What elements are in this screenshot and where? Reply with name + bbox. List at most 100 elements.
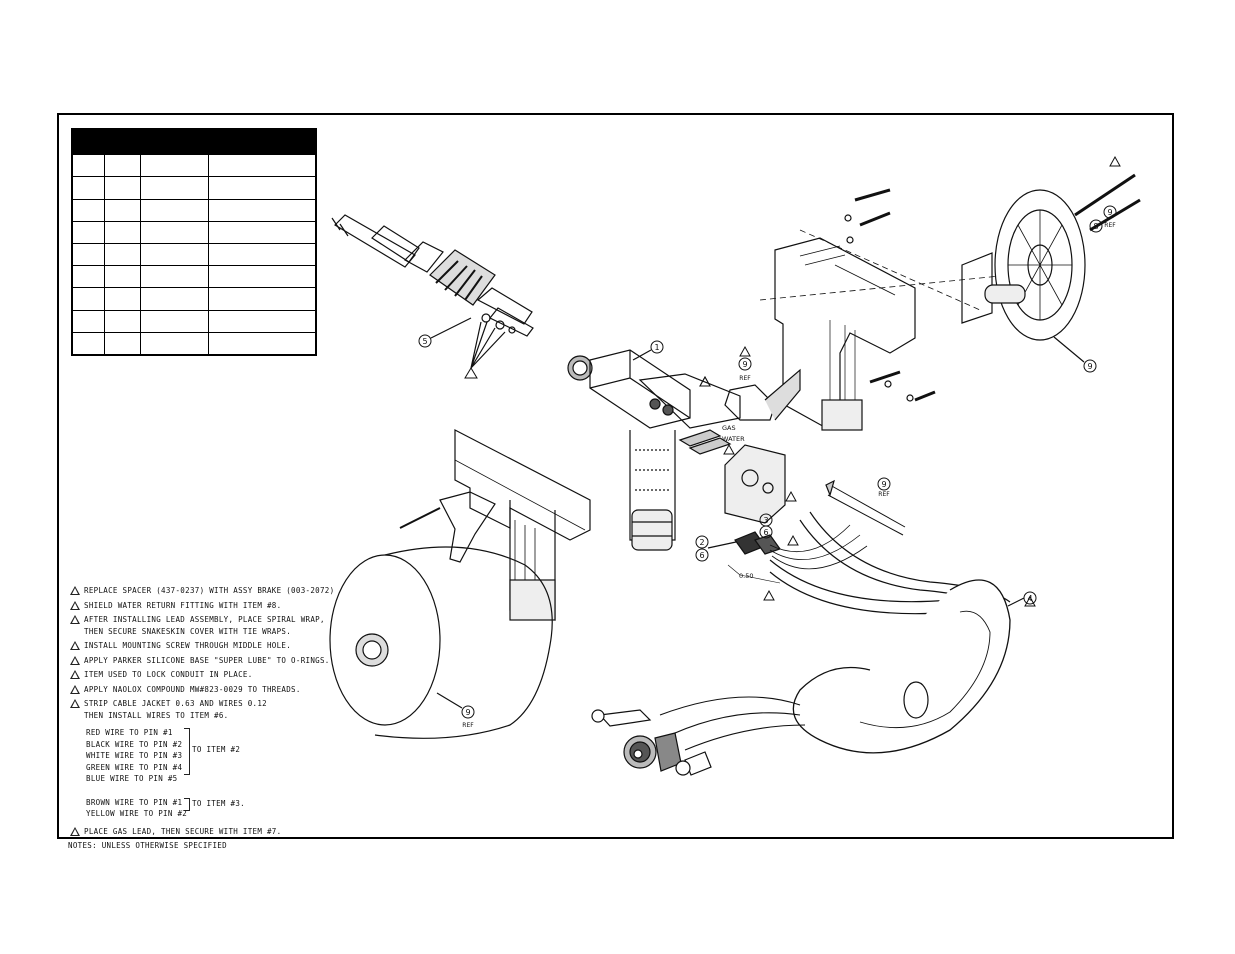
svg-text:8: 8 — [1093, 222, 1098, 231]
wiring-line: BLACK WIRE TO PIN #2 — [86, 739, 183, 749]
note-triangle-icon — [70, 670, 80, 679]
svg-text:9: 9 — [1107, 208, 1112, 217]
note-triangle-icon — [70, 826, 80, 836]
cable-lead-assembly — [591, 511, 1011, 754]
note-item: SHIELD WATER RETURN FITTING WITH ITEM #8… — [68, 600, 368, 612]
parts-list-table — [71, 128, 317, 356]
note-item: INSTALL MOUNTING SCREW THROUGH MIDDLE HO… — [68, 640, 368, 652]
callout-item9-hub: 9 — [1053, 336, 1097, 373]
connector-block-part — [724, 444, 786, 524]
callout-item9-clip: 9 REF — [738, 345, 752, 382]
svg-text:9: 9 — [742, 360, 747, 369]
callout-item4: 4 — [1007, 591, 1037, 607]
table-row — [71, 242, 317, 267]
svg-text:1: 1 — [654, 343, 659, 352]
notes-footer: NOTES: UNLESS OTHERWISE SPECIFIED — [68, 841, 227, 850]
callout-item2: 2 6 — [695, 535, 737, 562]
gas-label: GAS — [722, 424, 736, 432]
assembly-centerline — [799, 229, 981, 311]
svg-text:3: 3 — [763, 516, 768, 525]
table-row — [71, 220, 317, 244]
callout-item5: 5 — [418, 317, 472, 348]
callout-item9-pin: 9 REF — [877, 477, 891, 498]
note-triangle-icon — [70, 655, 80, 665]
assembly-notes: REPLACE SPACER (437-0237) WITH ASSY BRAK… — [68, 585, 368, 852]
spool-part — [329, 546, 553, 739]
mounting-clip-part — [399, 491, 496, 563]
note-triangle-icon — [70, 699, 80, 708]
drive-shaft-part — [331, 214, 534, 337]
svg-text:6: 6 — [763, 528, 768, 537]
svg-text:REF: REF — [462, 722, 474, 729]
note-text: ITEM USED TO LOCK CONDUIT IN PLACE. — [84, 670, 253, 679]
handle-bracket-part — [454, 429, 591, 621]
note-text: APPLY PARKER SILICONE BASE "SUPER LUBE" … — [84, 655, 330, 665]
wiring-group-item2: RED WIRE TO PIN #1 BLACK WIRE TO PIN #2 … — [68, 727, 368, 785]
table-row — [71, 331, 317, 356]
cable-plug-connector — [623, 732, 712, 776]
svg-text:REF: REF — [739, 375, 751, 382]
table-row — [71, 198, 317, 222]
callout-item1: 1 — [632, 340, 664, 361]
svg-text:REF: REF — [878, 491, 890, 498]
wiring-bracket — [184, 728, 190, 775]
wiring-line: BLUE WIRE TO PIN #5 — [86, 774, 178, 783]
note-triangle-icon — [70, 641, 80, 650]
callout-item4-block — [699, 375, 711, 387]
note-item: APPLY PARKER SILICONE BASE "SUPER LUBE" … — [68, 655, 368, 667]
note-triangle-icon — [70, 586, 80, 595]
table-row — [71, 309, 317, 333]
callout-item9-screws: 9 REF 8 — [1089, 155, 1121, 233]
wiring-target: TO ITEM #3. — [192, 798, 245, 808]
svg-text:9: 9 — [881, 480, 886, 489]
svg-text:5: 5 — [422, 337, 427, 346]
note-item: STRIP CABLE JACKET 0.63 AND WIRES 0.12 T… — [68, 698, 368, 721]
wiring-line: YELLOW WIRE TO PIN #2 — [86, 809, 188, 818]
note-triangle-icon — [70, 615, 80, 624]
note-triangle-icon — [70, 600, 80, 610]
note-callout-triangle — [763, 490, 799, 601]
svg-text:REF: REF — [1104, 222, 1116, 229]
svg-text:GAS: GAS — [722, 424, 736, 432]
feeder-housing-part — [774, 237, 916, 431]
conduit-pin-part — [825, 479, 906, 536]
note-text: SHIELD WATER RETURN FITTING WITH ITEM #8… — [84, 600, 282, 610]
svg-text:9: 9 — [465, 708, 470, 717]
wire-connector-part — [727, 524, 868, 584]
wiring-group-item3: BROWN WIRE TO PIN #1 YELLOW WIRE TO PIN … — [68, 797, 368, 820]
table-row — [71, 265, 317, 289]
wiring-line: BROWN WIRE TO PIN #1 — [86, 797, 183, 807]
note-item: AFTER INSTALLING LEAD ASSEMBLY, PLACE SP… — [68, 614, 368, 637]
note-item: PLACE GAS LEAD, THEN SECURE WITH ITEM #7… — [68, 826, 368, 838]
table-row — [71, 176, 317, 200]
wiring-target: TO ITEM #2 — [192, 745, 241, 754]
svg-text:WATER: WATER — [722, 435, 745, 443]
wiring-line: GREEN WIRE TO PIN #4 — [86, 762, 183, 772]
clip-part — [724, 368, 801, 421]
table-header-row — [71, 128, 317, 156]
callout-item9-spool: 9 REF — [436, 692, 475, 729]
svg-text:9: 9 — [1087, 362, 1092, 371]
svg-text:2: 2 — [699, 538, 704, 547]
svg-text:4: 4 — [1027, 594, 1032, 603]
dimension-label: 0.50 — [739, 572, 753, 580]
body-block-part — [567, 349, 741, 551]
note-item: APPLY NAOLOX COMPOUND MW#823-0029 TO THR… — [68, 684, 368, 696]
note-callout-triangle — [464, 321, 506, 379]
note-item: ITEM USED TO LOCK CONDUIT IN PLACE. — [68, 669, 368, 681]
note-triangle-icon — [70, 684, 80, 694]
note-text: AFTER INSTALLING LEAD ASSEMBLY, PLACE SP… — [84, 615, 325, 636]
callout-item3: 3 6 — [759, 513, 773, 539]
note-text: INSTALL MOUNTING SCREW THROUGH MIDDLE HO… — [84, 641, 292, 650]
note-text: REPLACE SPACER (437-0237) WITH ASSY BRAK… — [84, 586, 335, 595]
table-row — [71, 287, 317, 311]
svg-text:6: 6 — [699, 551, 704, 560]
hub-reel-part — [961, 189, 1086, 341]
note-text: APPLY NAOLOX COMPOUND MW#823-0029 TO THR… — [84, 684, 301, 694]
svg-text:0.50: 0.50 — [739, 572, 753, 580]
note-text: PLACE GAS LEAD, THEN SECURE WITH ITEM #7… — [84, 826, 282, 836]
water-label: WATER — [722, 435, 745, 455]
note-item: REPLACE SPACER (437-0237) WITH ASSY BRAK… — [68, 585, 368, 597]
wiring-line: RED WIRE TO PIN #1 — [86, 728, 173, 737]
